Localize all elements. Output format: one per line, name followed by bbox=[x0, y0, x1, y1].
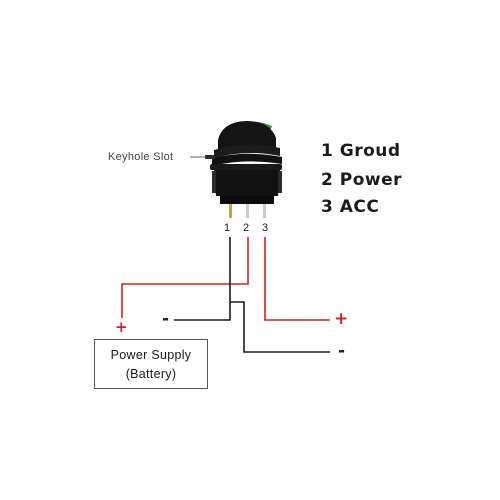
rocker-switch bbox=[205, 121, 282, 204]
wires bbox=[121, 237, 330, 353]
mount-clip-left bbox=[212, 171, 216, 193]
battery-label: (Battery) bbox=[125, 367, 177, 381]
terminal-pins bbox=[229, 204, 266, 218]
acc-positive-sign: + bbox=[334, 309, 349, 329]
mount-clip-right bbox=[278, 171, 282, 193]
power-supply-label: Power Supply bbox=[110, 348, 192, 362]
power-wire-positive bbox=[121, 237, 249, 318]
pin-1 bbox=[229, 204, 232, 218]
keyhole-slot-label: Keyhole Slot bbox=[108, 151, 174, 163]
pin-2-label: 2 bbox=[243, 222, 250, 234]
ground-negative-sign: - bbox=[338, 341, 346, 361]
ground-wire bbox=[174, 237, 231, 321]
pin-2 bbox=[246, 204, 249, 218]
legend-acc: 3 ACC bbox=[321, 197, 380, 217]
legend-power: 2 Power bbox=[321, 170, 403, 190]
supply-negative-sign: - bbox=[162, 309, 170, 329]
keyhole-slot bbox=[205, 155, 215, 159]
acc-wire-positive bbox=[264, 237, 330, 321]
switch-housing bbox=[214, 170, 280, 196]
pin-3-label: 3 bbox=[262, 222, 269, 234]
supply-positive-sign: + bbox=[115, 318, 128, 336]
pin-3 bbox=[263, 204, 266, 218]
bezel bbox=[210, 164, 282, 170]
power-supply-box: Power Supply (Battery) bbox=[94, 339, 208, 389]
boot-rib-1 bbox=[214, 144, 280, 158]
pin-1-label: 1 bbox=[224, 222, 231, 234]
switch-base bbox=[220, 196, 274, 204]
ground-wire-branch bbox=[230, 301, 330, 353]
rocker-cap bbox=[218, 121, 276, 150]
boot-rib-2 bbox=[212, 153, 282, 166]
legend-ground: 1 Groud bbox=[321, 141, 401, 161]
